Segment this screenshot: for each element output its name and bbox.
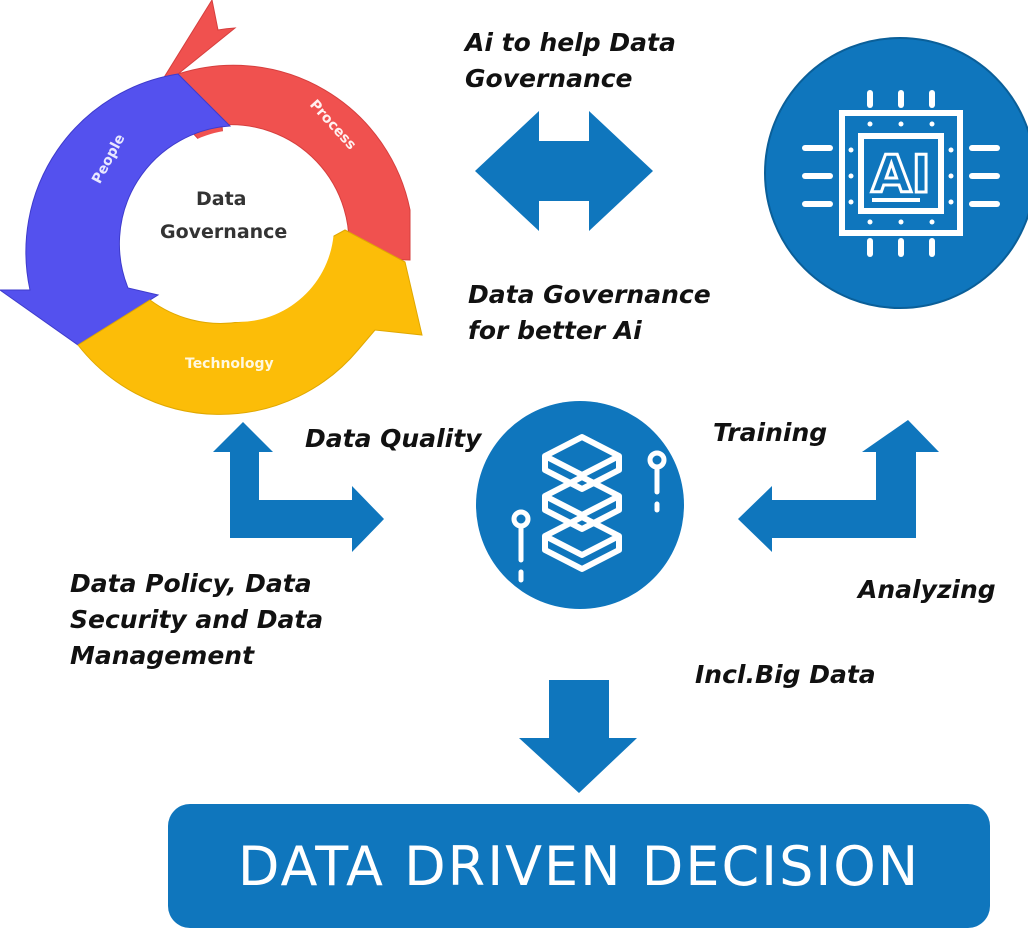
policy-line1: Data Policy, Data — [70, 569, 312, 598]
technology-arrow — [77, 229, 423, 415]
cycle-center-line1: Data — [196, 188, 247, 210]
right-corner-arrow — [738, 420, 939, 552]
cycle-technology-label: Technology — [185, 356, 274, 372]
database-stack-icon — [476, 401, 684, 609]
data-quality-label: Data Quality — [305, 424, 482, 453]
big-data-label: Incl.Big Data — [695, 660, 876, 689]
ai-help-line1: Ai to help Data — [465, 28, 676, 57]
ai-help-line2: Governance — [465, 64, 633, 93]
analyzing-label: Analyzing — [858, 575, 996, 604]
ai-chip-icon: AI — [764, 37, 1028, 309]
policy-line3: Management — [70, 641, 255, 670]
governance-cycle — [0, 0, 423, 415]
cycle-center-line2: Governance — [160, 221, 288, 243]
down-arrow — [519, 680, 637, 793]
policy-line2: Security and Data — [70, 605, 324, 634]
training-label: Training — [713, 418, 828, 447]
dg-better-line1: Data Governance — [468, 280, 711, 309]
double-arrow — [475, 111, 653, 231]
left-corner-arrow — [213, 422, 384, 552]
decision-box: DATA DRIVEN DECISION — [168, 804, 990, 928]
people-arrow — [0, 73, 232, 346]
decision-text: DATA DRIVEN DECISION — [237, 834, 921, 898]
ai-chip-text: AI — [871, 145, 931, 205]
dg-better-line2: for better Ai — [468, 316, 642, 345]
